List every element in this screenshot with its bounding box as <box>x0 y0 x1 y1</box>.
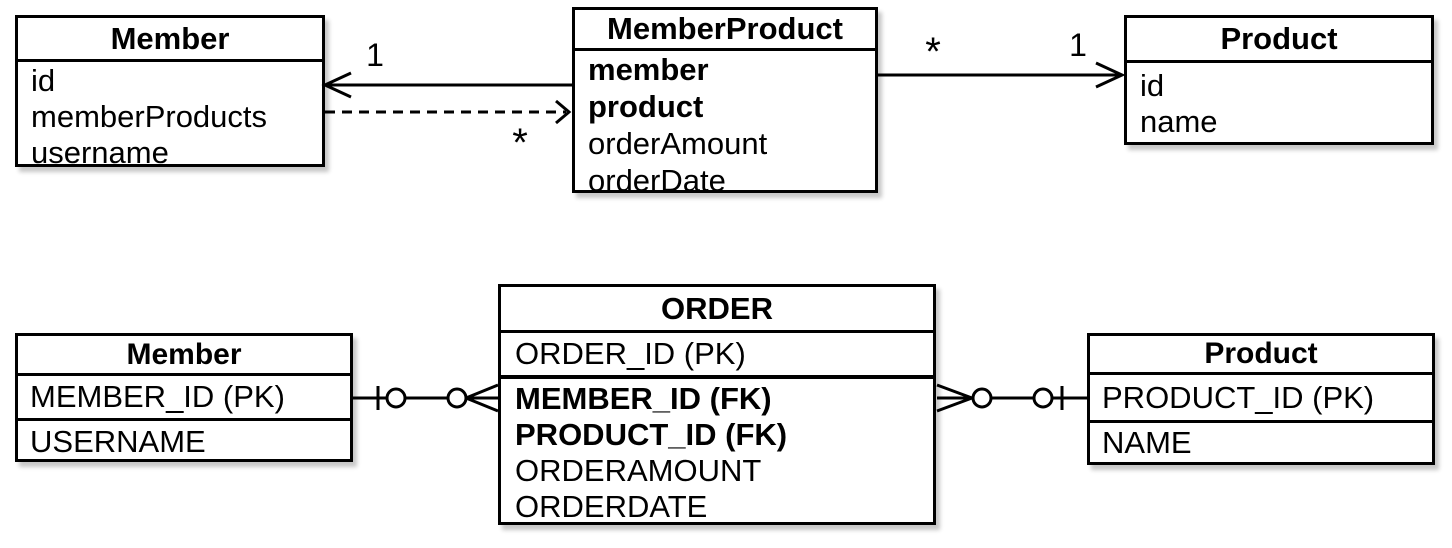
class-attribute: product <box>588 89 704 124</box>
er-table-product: Product PRODUCT_ID (PK) NAME <box>1087 333 1435 465</box>
crow-foot-icon <box>936 383 973 413</box>
multiplicity-label-member-one: 1 <box>366 37 384 73</box>
multiplicity-label-product-one: 1 <box>1069 27 1087 63</box>
class-title: MemberProduct <box>575 10 875 51</box>
er-column-row: NAME <box>1102 425 1192 460</box>
er-column-row: MEMBER_ID (FK) <box>515 381 772 416</box>
uml-class-member: Member id memberProducts username <box>15 15 325 167</box>
class-attribute: orderDate <box>588 163 726 193</box>
uml-dependency-member-memberproduct <box>325 99 572 125</box>
multiplicity-label-memberproduct-many: * <box>512 121 528 165</box>
er-column-row: USERNAME <box>30 424 206 459</box>
multiplicity-label-product-side-many: * <box>925 30 941 74</box>
class-attribute: username <box>31 135 169 167</box>
er-column-row: ORDERAMOUNT <box>515 453 762 488</box>
er-table-title: ORDER <box>501 287 933 333</box>
optional-circle-icon <box>1032 387 1054 409</box>
class-attribute: id <box>31 63 56 98</box>
class-attributes: id memberProducts username <box>18 62 322 167</box>
open-arrowhead-icon <box>555 99 572 125</box>
class-attributes: member product orderAmount orderDate <box>575 51 875 193</box>
optional-circle-icon <box>446 387 468 409</box>
er-pk-row: MEMBER_ID (PK) <box>18 376 350 421</box>
er-pk-row: ORDER_ID (PK) <box>501 333 933 379</box>
er-column-group: MEMBER_ID (FK) PRODUCT_ID (FK) ORDERAMOU… <box>501 379 933 524</box>
open-arrowhead-icon <box>321 71 352 99</box>
uml-class-memberproduct: MemberProduct member product orderAmount… <box>572 7 878 193</box>
uml-association-memberproduct-member <box>321 71 572 99</box>
class-title: Product <box>1127 18 1431 63</box>
er-table-order: ORDER ORDER_ID (PK) MEMBER_ID (FK) PRODU… <box>498 284 936 525</box>
er-relation-member-order <box>353 383 499 413</box>
class-attribute: memberProducts <box>31 99 268 134</box>
uml-class-product: Product id name <box>1124 15 1434 145</box>
optional-circle-icon <box>385 387 407 409</box>
optional-circle-icon <box>971 387 993 409</box>
er-table-member: Member MEMBER_ID (PK) USERNAME <box>15 333 353 462</box>
er-column-row: ORDERDATE <box>515 489 708 524</box>
class-attribute: member <box>588 52 709 87</box>
er-column-row: PRODUCT_ID (FK) <box>515 417 788 452</box>
class-attributes: id name <box>1127 63 1431 140</box>
open-arrowhead-icon <box>1095 61 1126 89</box>
er-pk-row: PRODUCT_ID (PK) <box>1090 375 1432 423</box>
er-relation-order-product <box>936 383 1087 413</box>
class-attribute: orderAmount <box>588 126 768 161</box>
er-table-title: Product <box>1090 336 1432 375</box>
class-attribute: name <box>1140 104 1218 139</box>
er-table-title: Member <box>18 336 350 376</box>
crow-foot-icon <box>465 383 499 413</box>
class-attribute: id <box>1140 68 1165 103</box>
class-title: Member <box>18 18 322 62</box>
